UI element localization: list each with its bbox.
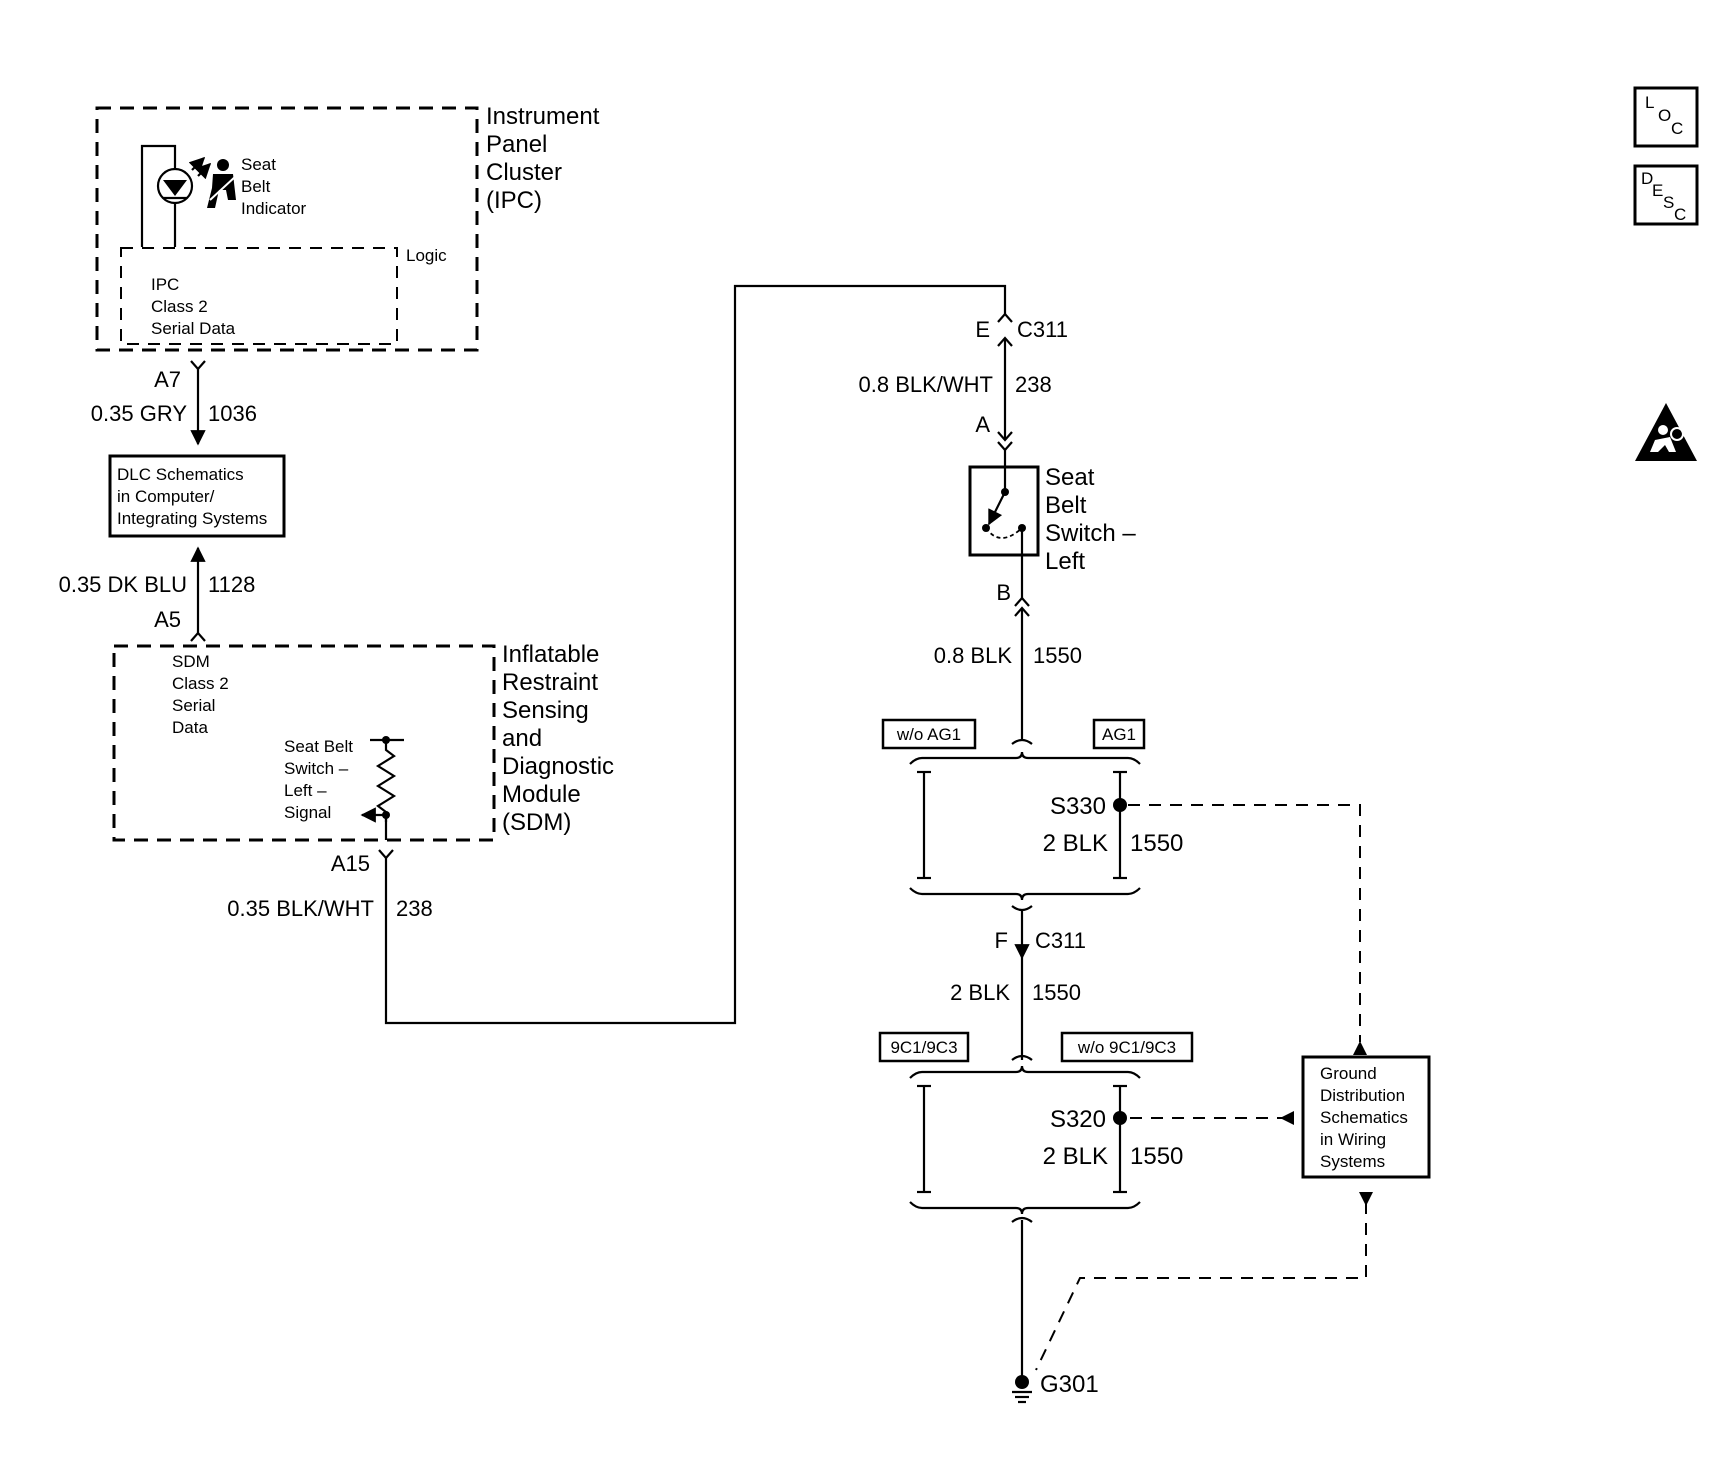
svg-text:D: D [1641, 169, 1653, 188]
wire-1036-circuit: 1036 [208, 401, 257, 426]
airbag-warning-icon [1635, 403, 1697, 461]
wire-1128-circuit: 1128 [208, 572, 255, 597]
svg-text:S: S [1663, 193, 1674, 212]
wire-1128: 0.35 DK BLU 1128 A5 [59, 546, 255, 642]
sdm-signal-label: Seat Belt Switch – Left – Signal [284, 737, 358, 822]
seat-belt-indicator-label: Seat Belt Indicator [241, 155, 307, 218]
wire-238-lower-circuit: 238 [396, 896, 433, 921]
option-ag1-box [1092, 718, 1146, 750]
wire-238-upper-gauge: 0.8 BLK/WHT [859, 372, 993, 397]
connector-c311-top: E C311 0.8 BLK/WHT 238 A [859, 312, 1068, 452]
ipc-class2-label: IPC Class 2 Serial Data [151, 275, 236, 338]
sdm-title: Inflatable Restraint Sensing and Diagnos… [502, 641, 621, 836]
svg-text:C: C [1671, 119, 1683, 138]
sdm-boundary [112, 644, 496, 842]
ground-path: G301 [1011, 1216, 1099, 1404]
ipc-module: Instrument Panel Cluster (IPC) Seat Belt… [95, 103, 606, 352]
option-group-9c1: 9C1/9C3 w/o 9C1/9C3 S320 2 BLK 1550 [878, 1031, 1194, 1215]
ipc-title: Instrument Panel Cluster (IPC) [486, 103, 606, 214]
sdm-class2-label: SDM Class 2 Serial Data [172, 652, 233, 737]
seat-belt-switch-left: Seat Belt Switch – Left B [968, 450, 1142, 605]
ipc-boundary [95, 106, 479, 352]
wire-238-lower: A15 0.35 BLK/WHT 238 [227, 284, 1007, 1025]
pin-e: E [975, 317, 990, 342]
seat-belt-indicator-lamp [140, 144, 212, 247]
wire-238-upper-circuit: 238 [1015, 372, 1052, 397]
wire-1128-gauge: 0.35 DK BLU [59, 572, 187, 597]
loc-icon[interactable]: L O C [1633, 86, 1699, 148]
wire-1550-a-gauge: 0.8 BLK [934, 643, 1013, 668]
wire-1550-b-circuit: 1550 [1032, 980, 1081, 1005]
svg-text:Ground Distribution: Ground Distribution Schematics in Wiring… [1320, 1064, 1413, 1171]
option-9c1-9c3: 9C1/9C3 [890, 1038, 957, 1057]
pullup-resistor [360, 736, 404, 840]
ground-g301-label: G301 [1040, 1371, 1099, 1398]
wire-1036-gauge: 0.35 GRY [91, 401, 188, 426]
c311-top-label: C311 [1017, 317, 1068, 342]
splice-s320-dot [1113, 1111, 1127, 1125]
wire-1550-a: 0.8 BLK 1550 [934, 596, 1082, 745]
pin-a7: A7 [154, 367, 181, 392]
s330-gauge: 2 BLK [1043, 830, 1108, 857]
splice-s320-label: S320 [1050, 1106, 1106, 1133]
dlc-schematics-link[interactable]: DLC Schematics in Computer/ Integrating … [108, 454, 286, 538]
option-wo-ag1-box [881, 718, 977, 750]
c311-bottom-label: C311 [1035, 928, 1086, 953]
sdm-module: Inflatable Restraint Sensing and Diagnos… [112, 641, 621, 842]
pin-f: F [995, 928, 1008, 953]
pin-b: B [996, 580, 1011, 605]
option-9c1-box [878, 1031, 970, 1063]
connector-c311-bottom: F C311 2 BLK 1550 [950, 905, 1086, 1061]
s320-gauge: 2 BLK [1043, 1143, 1108, 1170]
ipc-logic-boundary [120, 247, 398, 345]
option-ag1: AG1 [1102, 725, 1136, 744]
pin-a: A [975, 412, 990, 437]
s320-circuit: 1550 [1130, 1143, 1183, 1170]
ground-distribution-link[interactable]: Ground Distribution Schematics in Wiring… [1301, 1055, 1431, 1179]
pin-a5: A5 [154, 607, 181, 632]
wire-1550-a-circuit: 1550 [1033, 643, 1082, 668]
seat-belt-icon [207, 159, 237, 208]
option-wo-ag1: w/o AG1 [896, 725, 961, 744]
svg-text:E: E [1652, 181, 1663, 200]
seat-belt-switch-label: Seat Belt Switch – Left [1045, 464, 1142, 575]
svg-text:L: L [1645, 93, 1654, 112]
svg-text:C: C [1674, 205, 1686, 224]
wire-1550-b-gauge: 2 BLK [950, 980, 1010, 1005]
wire-238-lower-gauge: 0.35 BLK/WHT [227, 896, 374, 921]
s330-circuit: 1550 [1130, 830, 1183, 857]
splice-s330-label: S330 [1050, 793, 1106, 820]
option-wo-9c1-box [1060, 1031, 1194, 1063]
logic-label: Logic [406, 246, 447, 265]
ground-distribution-links [1035, 804, 1373, 1371]
pin-a15: A15 [331, 851, 370, 876]
svg-text:DLC Schematics in Comput: DLC Schematics in Computer/ Integrating … [117, 465, 267, 528]
wire-1036: A7 0.35 GRY 1036 [91, 360, 257, 446]
option-wo-9c1-9c3: w/o 9C1/9C3 [1077, 1038, 1176, 1057]
svg-text:O: O [1658, 106, 1671, 125]
option-group-ag1: w/o AG1 AG1 S330 2 BLK 1550 [881, 718, 1183, 901]
desc-icon[interactable]: D E S C [1633, 164, 1699, 226]
splice-s330-dot [1113, 798, 1127, 812]
